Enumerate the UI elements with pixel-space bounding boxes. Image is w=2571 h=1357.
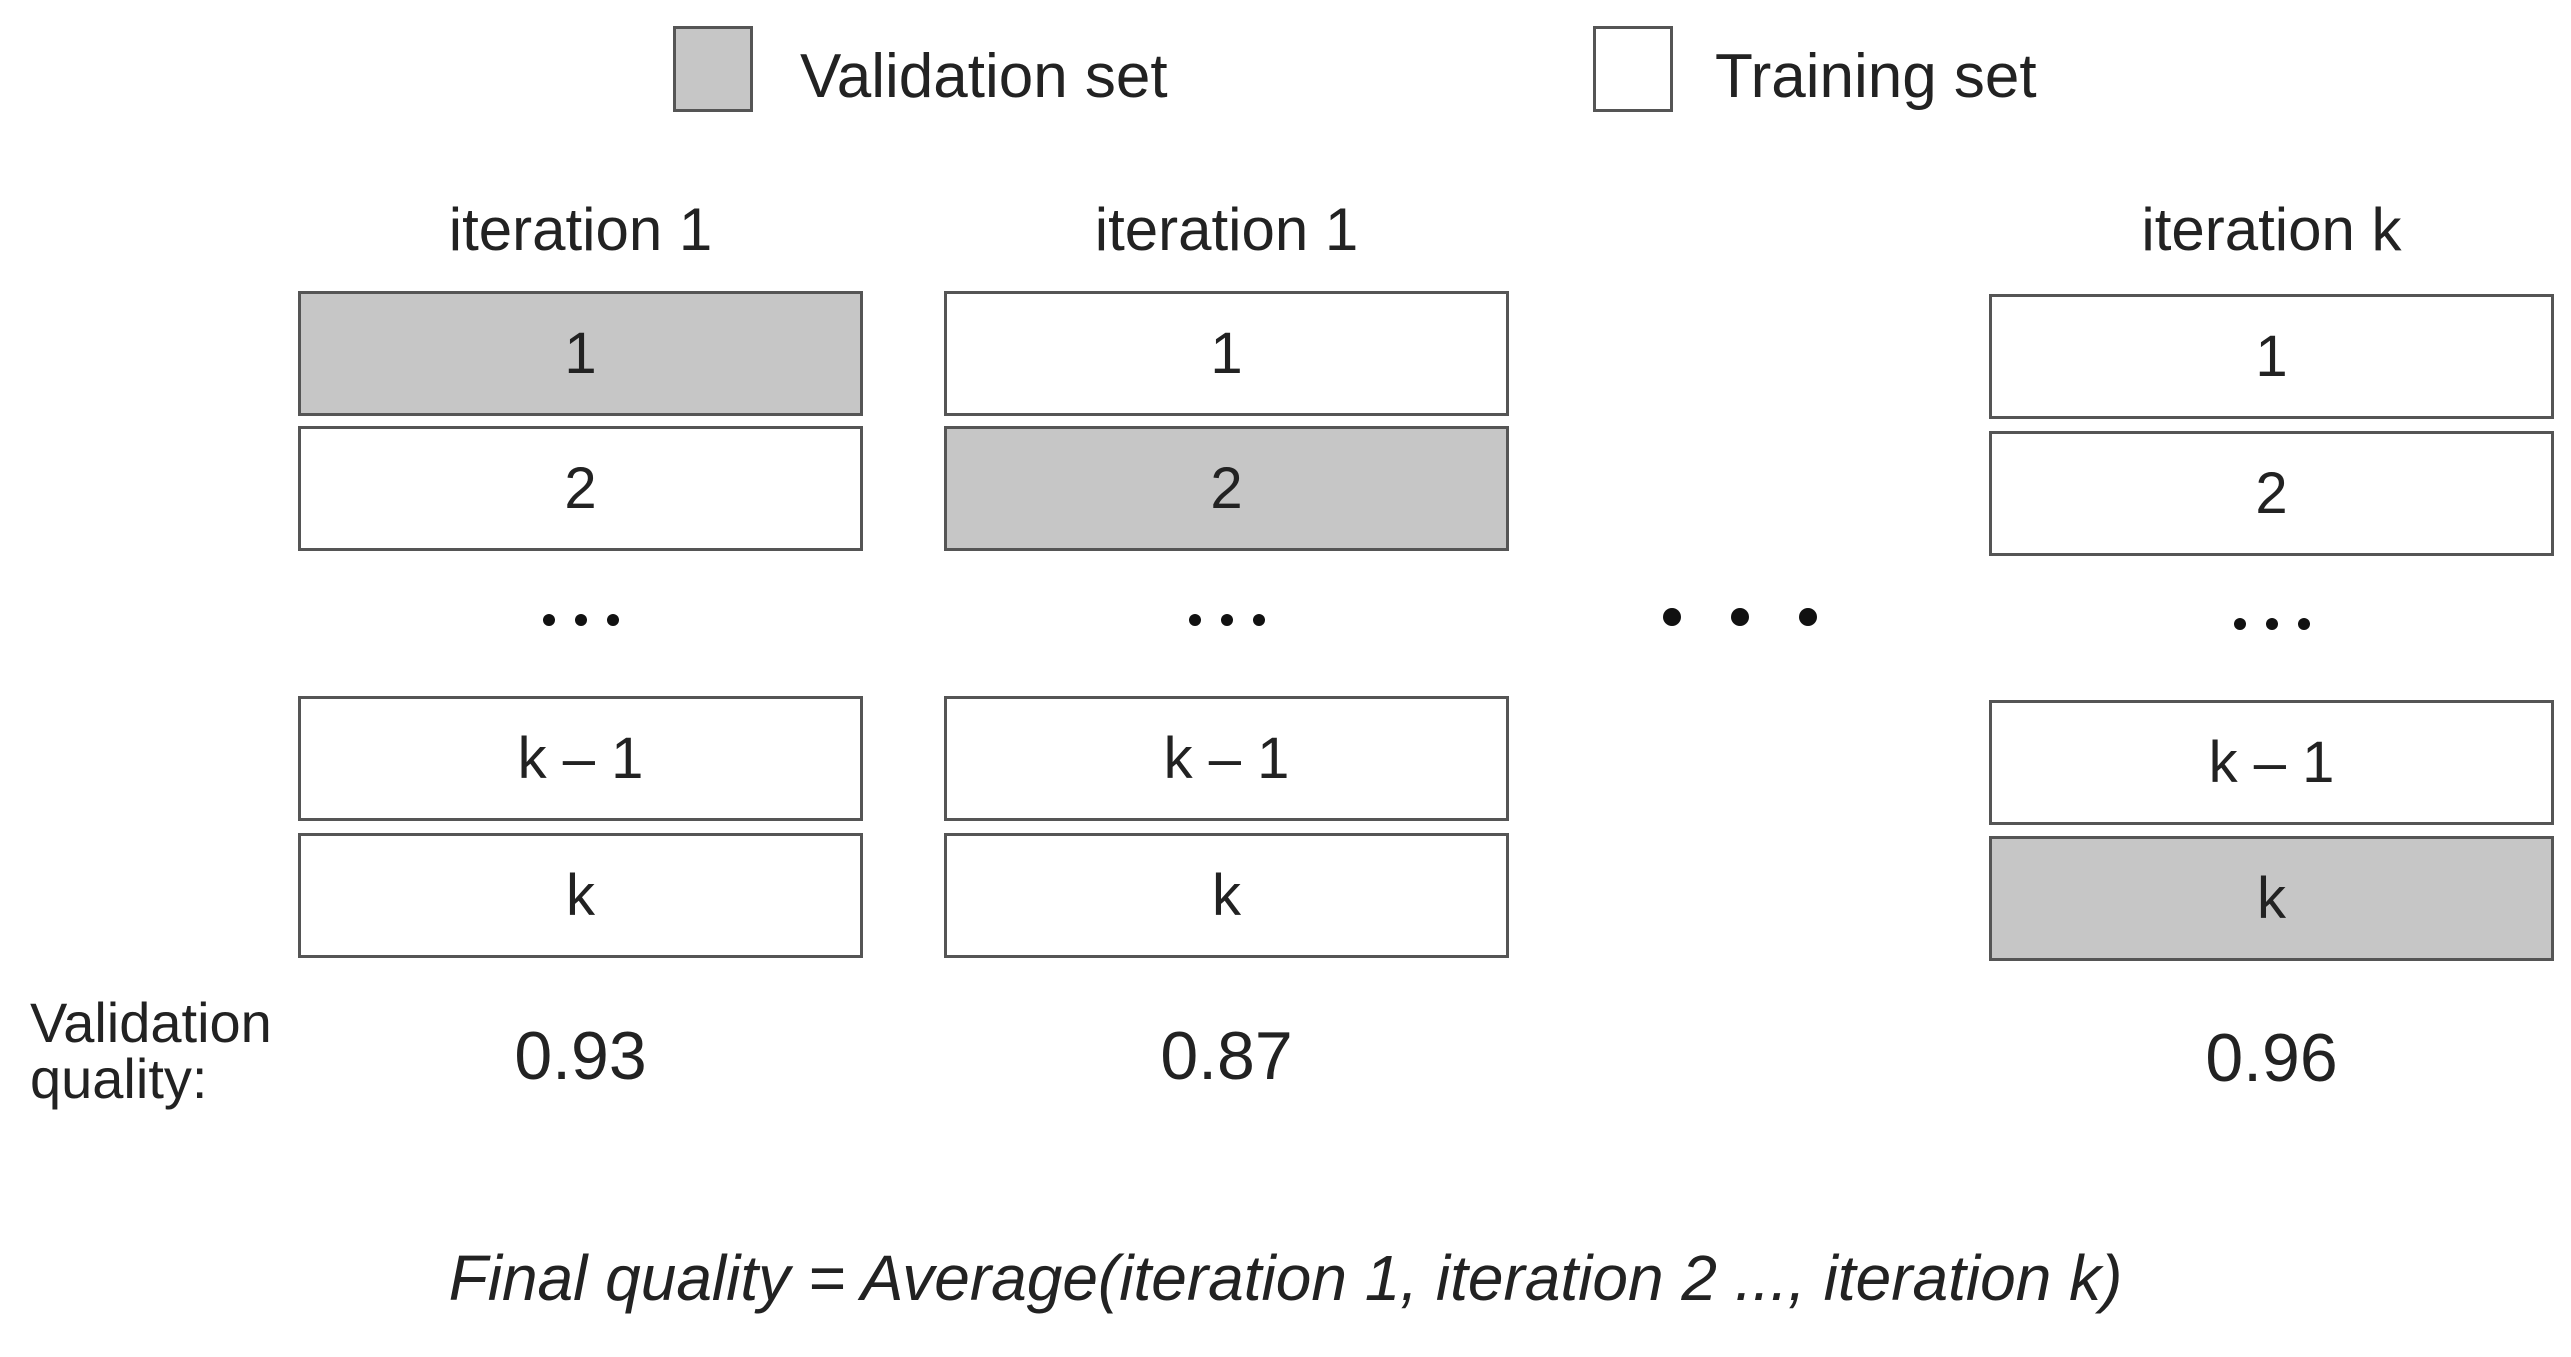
- legend-training-label: Training set: [1715, 42, 2037, 111]
- legend-validation-swatch: [673, 26, 753, 112]
- fold-training: k: [944, 833, 1509, 958]
- validation-score: 0.87: [1160, 1018, 1293, 1094]
- fold-training: k – 1: [944, 696, 1509, 821]
- fold-training: k: [298, 833, 863, 958]
- fold-validation: 1: [298, 291, 863, 416]
- dot: [1220, 614, 1233, 626]
- validation-quality-label: Validation quality:: [30, 991, 272, 1110]
- final-quality-formula: Final quality = Average(iteration 1, ite…: [448, 1242, 2123, 1314]
- iterations-ellipsis: [1640, 605, 1840, 629]
- validation-score: 0.96: [2205, 1020, 2338, 1096]
- dot: [1188, 614, 1201, 626]
- validation-score: 0.93: [514, 1018, 647, 1094]
- dot: [2297, 618, 2310, 630]
- legend-validation-label: Validation set: [800, 42, 1168, 111]
- fold-validation: k: [1989, 836, 2554, 961]
- dot: [542, 614, 555, 626]
- dot: [1663, 608, 1681, 626]
- dot: [1731, 608, 1749, 626]
- fold-training: 1: [944, 291, 1509, 416]
- fold-training: 1: [1989, 294, 2554, 419]
- legend-training-swatch: [1593, 26, 1673, 112]
- fold-training: 2: [1989, 431, 2554, 556]
- fold-training: 2: [298, 426, 863, 551]
- dot: [2265, 618, 2278, 630]
- iteration-title: iteration 1: [448, 196, 713, 263]
- dot: [606, 614, 619, 626]
- fold-training: k – 1: [1989, 700, 2554, 825]
- iteration-title: iteration k: [2141, 196, 2402, 263]
- fold-validation: 2: [944, 426, 1509, 551]
- dot: [1252, 614, 1265, 626]
- ellipsis: [298, 610, 863, 630]
- ellipsis: [944, 610, 1509, 630]
- dot: [574, 614, 587, 626]
- iteration-title: iteration 1: [1094, 196, 1359, 263]
- dot: [2233, 618, 2246, 630]
- dot: [1799, 608, 1817, 626]
- ellipsis: [1989, 614, 2554, 634]
- fold-training: k – 1: [298, 696, 863, 821]
